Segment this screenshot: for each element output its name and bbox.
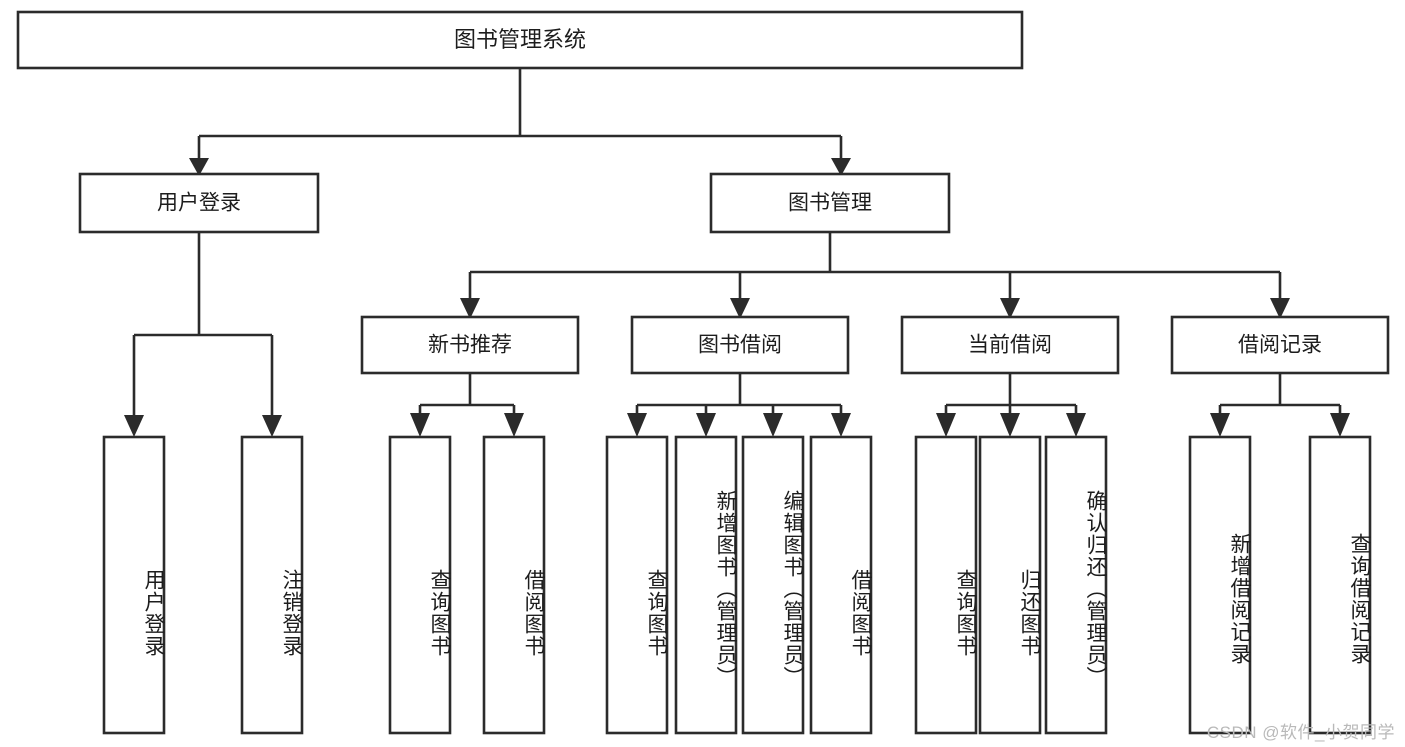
edge-layer [124, 68, 1350, 437]
node-book-manage-label: 图书管理 [788, 192, 872, 215]
node-leaf-rec-borrow-book-label: 借阅图书 [522, 569, 545, 657]
node-leaf-rec-query-book-rect[interactable] [388, 435, 452, 735]
node-leaf-record-add-label: 新增借阅记录 [1228, 533, 1251, 665]
node-leaf-user-logout-label: 注销登录 [280, 569, 303, 657]
arrow-to-leaf-borrow-add-book [696, 413, 716, 437]
node-leaf-record-query-label: 查询借阅记录 [1348, 533, 1371, 665]
arrow-to-book-borrow [730, 298, 750, 319]
node-leaf-rec-borrow-book-rect[interactable] [482, 435, 546, 735]
node-current-borrow-label: 当前借阅 [968, 334, 1052, 357]
node-leaf-borrow-query-book-rect[interactable] [605, 435, 669, 735]
node-layer: 图书管理系统 用户登录 图书管理 新书推荐 图书借阅 [16, 10, 1390, 735]
node-leaf-current-confirm-return-label: 确认归还（管理员） [1084, 490, 1107, 688]
edge-root-trunk [197, 68, 843, 160]
edge-recommend-trunk [418, 373, 516, 418]
node-book-manage-rect[interactable] [709, 172, 951, 234]
arrow-to-leaf-current-query-book [936, 413, 956, 437]
node-new-book-recommend-label: 新书推荐 [428, 334, 512, 357]
node-borrow-record-rect[interactable] [1170, 315, 1390, 375]
arrow-to-leaf-borrow-borrow-book [831, 413, 851, 437]
edge-borrowrecord-trunk [1218, 373, 1342, 418]
node-new-book-recommend[interactable]: 新书推荐 [360, 315, 580, 375]
node-leaf-current-return-book-label: 归还图书 [1018, 569, 1041, 657]
node-leaf-user-login-rect[interactable] [102, 435, 166, 735]
arrow-to-user-login [189, 158, 209, 176]
arrow-to-leaf-current-confirm-return [1066, 413, 1086, 437]
node-leaf-borrow-edit-book-rect[interactable] [741, 435, 805, 735]
node-book-borrow-rect[interactable] [630, 315, 850, 375]
node-user-login-rect[interactable] [78, 172, 320, 234]
node-user-login-label: 用户登录 [157, 192, 241, 215]
node-book-borrow[interactable]: 图书借阅 [630, 315, 850, 375]
node-book-borrow-label: 图书借阅 [698, 334, 782, 357]
arrow-to-borrow-record [1270, 298, 1290, 319]
arrow-to-leaf-user-login [124, 415, 144, 437]
node-leaf-borrow-borrow-book-rect[interactable] [809, 435, 873, 735]
node-borrow-record-label: 借阅记录 [1238, 334, 1322, 357]
node-root[interactable]: 图书管理系统 [16, 10, 1024, 70]
edge-currentborrow-trunk [944, 373, 1078, 418]
node-leaf-current-query-book-label: 查询图书 [954, 569, 977, 657]
arrow-to-leaf-record-query [1330, 413, 1350, 437]
node-leaf-borrow-add-book-rect[interactable] [674, 435, 738, 735]
node-new-book-recommend-rect[interactable] [360, 315, 580, 375]
node-user-login[interactable]: 用户登录 [78, 172, 320, 234]
arrow-to-new-book-recommend [460, 298, 480, 319]
node-leaf-borrow-query-book-label: 查询图书 [645, 569, 668, 657]
arrow-to-current-borrow [1000, 298, 1020, 319]
node-leaf-user-logout-rect[interactable] [240, 435, 304, 735]
arrow-to-book-manage [831, 158, 851, 176]
node-leaf-current-return-book-rect[interactable] [978, 435, 1042, 735]
arrow-to-leaf-rec-query-book [410, 413, 430, 437]
node-leaf-borrow-borrow-book-label: 借阅图书 [849, 569, 872, 657]
node-leaf-user-login-label: 用户登录 [142, 569, 165, 657]
node-borrow-record[interactable]: 借阅记录 [1170, 315, 1390, 375]
edge-bookborrow-trunk [635, 373, 843, 418]
arrow-to-leaf-user-logout [262, 415, 282, 437]
node-root-rect[interactable] [16, 10, 1024, 70]
node-leaf-current-query-book-rect[interactable] [914, 435, 978, 735]
node-current-borrow[interactable]: 当前借阅 [900, 315, 1120, 375]
arrow-to-leaf-record-add [1210, 413, 1230, 437]
node-current-borrow-rect[interactable] [900, 315, 1120, 375]
arrow-to-leaf-rec-borrow-book [504, 413, 524, 437]
arrow-to-leaf-borrow-query-book [627, 413, 647, 437]
node-leaf-current-confirm-return-rect[interactable] [1044, 435, 1108, 735]
node-leaf-borrow-add-book-label: 新增图书（管理员） [714, 490, 737, 688]
arrow-to-leaf-current-return-book [1000, 413, 1020, 437]
edge-bookmanage-trunk [468, 232, 1282, 300]
node-leaf-record-add-rect[interactable] [1188, 435, 1252, 735]
node-leaf-rec-query-book-label: 查询图书 [428, 569, 451, 657]
arrow-to-leaf-borrow-edit-book [763, 413, 783, 437]
node-root-label: 图书管理系统 [454, 27, 586, 52]
edge-userlogin-trunk [132, 232, 274, 418]
node-book-manage[interactable]: 图书管理 [709, 172, 951, 234]
node-leaf-record-query-rect[interactable] [1308, 435, 1372, 735]
node-leaf-borrow-edit-book-label: 编辑图书（管理员） [781, 490, 804, 688]
